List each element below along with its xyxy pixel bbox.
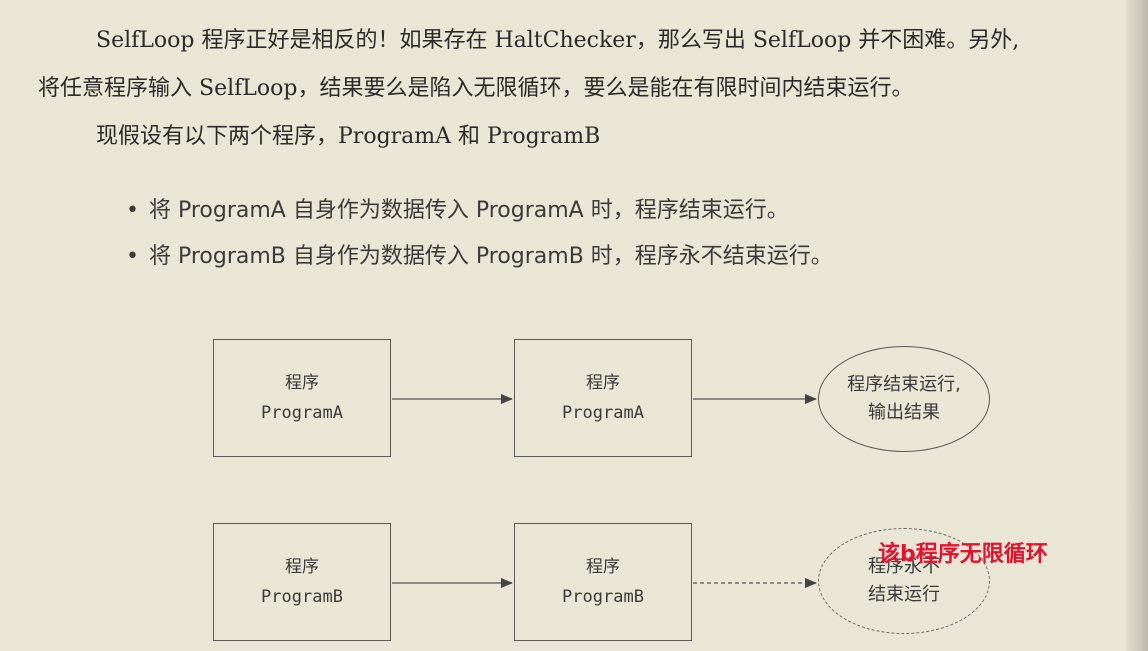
result-line-2: 输出结果 xyxy=(868,402,940,423)
bullet-text: 将 ProgramA 自身作为数据传入 ProgramA 时，程序结束运行。 xyxy=(148,198,789,223)
result-line-2: 结束运行 xyxy=(868,584,940,605)
box-title: 程序 xyxy=(285,557,319,577)
program-b-box-2: 程序 ProgramB xyxy=(514,523,692,641)
paragraph-line-2: 将任意程序输入 SelfLoop，结果要么是陷入无限循环，要么是能在有限时间内结… xyxy=(38,76,914,101)
box-title: 程序 xyxy=(285,373,319,393)
paragraph-line-1: SelfLoop 程序正好是相反的！如果存在 HaltChecker，那么写出 … xyxy=(96,28,1020,53)
result-line-1: 程序结束运行, xyxy=(847,374,961,395)
program-a-box-2: 程序 ProgramA xyxy=(514,339,692,457)
bullet-item-program-a: • 将 ProgramA 自身作为数据传入 ProgramA 时，程序结束运行。 xyxy=(126,196,789,226)
program-a-box-1: 程序 ProgramA xyxy=(213,339,391,457)
bullet-item-program-b: • 将 ProgramB 自身作为数据传入 ProgramB 时，程序永不结束运行… xyxy=(126,242,833,272)
page-edge-shadow xyxy=(1126,0,1148,651)
box-title: 程序 xyxy=(586,557,620,577)
result-line-1: 程序永不 xyxy=(868,556,940,577)
program-b-box-1: 程序 ProgramB xyxy=(213,523,391,641)
box-program-name: ProgramA xyxy=(562,403,644,423)
paragraph-intro: 现假设有以下两个程序，ProgramA 和 ProgramB xyxy=(96,124,601,149)
bullet-text: 将 ProgramB 自身作为数据传入 ProgramB 时，程序永不结束运行。 xyxy=(148,244,833,269)
red-annotation: 该b程序无限循环 xyxy=(878,542,1048,567)
program-b-result-ellipse: 程序永不 结束运行 xyxy=(818,528,990,634)
box-program-name: ProgramB xyxy=(261,587,343,607)
box-title: 程序 xyxy=(586,373,620,393)
bullet-dot: • xyxy=(126,198,139,223)
box-program-name: ProgramB xyxy=(562,587,644,607)
program-a-result-ellipse: 程序结束运行, 输出结果 xyxy=(818,346,990,452)
bullet-dot: • xyxy=(126,244,139,269)
box-program-name: ProgramA xyxy=(261,403,343,423)
